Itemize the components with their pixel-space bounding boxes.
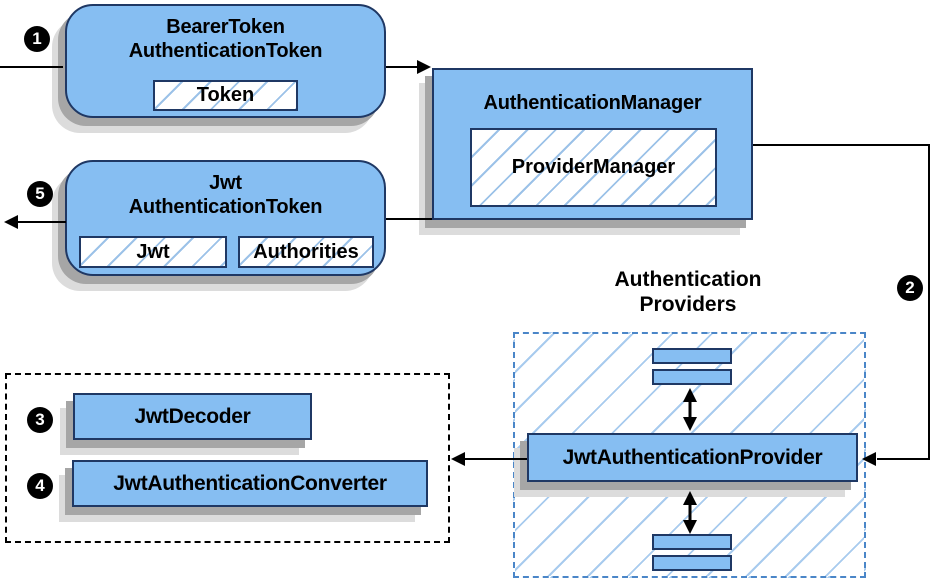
authentication-providers-label: Authentication Providers	[563, 267, 813, 317]
other-provider-bar-bottom-1	[652, 534, 732, 550]
token-slot: Token	[153, 80, 298, 111]
step-2-badge: 2	[897, 275, 923, 301]
bearer-token-authentication-token-title: BearerToken AuthenticationToken	[67, 15, 384, 63]
jwt-authentication-token-title: Jwt AuthenticationToken	[67, 171, 384, 219]
other-provider-bar-bottom-2	[652, 555, 732, 571]
bearer-token-title-line1: BearerToken	[166, 16, 285, 38]
arrowhead-outgoing-left	[4, 215, 18, 229]
jwt-token-title-line1: Jwt	[209, 172, 242, 194]
authentication-manager-title: AuthenticationManager	[483, 92, 702, 114]
step-1-badge: 1	[24, 26, 50, 52]
decoder-converter-container	[5, 373, 450, 543]
step-4-badge: 4	[27, 473, 53, 499]
authorities-slot: Authorities	[238, 236, 374, 268]
jwt-decoder-node: JwtDecoder	[73, 393, 312, 440]
bearer-token-authentication-token-node: BearerToken AuthenticationToken Token	[65, 4, 386, 118]
other-provider-bar-top-2	[652, 369, 732, 385]
jwt-token-title-line2: AuthenticationToken	[128, 196, 323, 218]
authentication-manager-node: AuthenticationManager ProviderManager	[432, 68, 753, 220]
authentication-providers-label-line2: Providers	[639, 293, 737, 316]
provider-manager-slot: ProviderManager	[470, 128, 717, 207]
jwt-authentication-converter-node: JwtAuthenticationConverter	[72, 460, 428, 507]
jwt-authentication-token-node: Jwt AuthenticationToken Jwt Authorities	[65, 160, 386, 276]
arrowhead-into-converter-box	[451, 452, 465, 466]
jwt-slot: Jwt	[79, 236, 227, 268]
step-5-badge: 5	[27, 181, 53, 207]
bearer-token-title-line2: AuthenticationToken	[128, 40, 323, 62]
jwt-authentication-provider-node: JwtAuthenticationProvider	[527, 433, 858, 482]
other-provider-bar-top-1	[652, 348, 732, 364]
arrowhead-into-manager	[417, 60, 431, 74]
authentication-providers-label-line1: Authentication	[614, 268, 762, 291]
step-3-badge: 3	[27, 407, 53, 433]
